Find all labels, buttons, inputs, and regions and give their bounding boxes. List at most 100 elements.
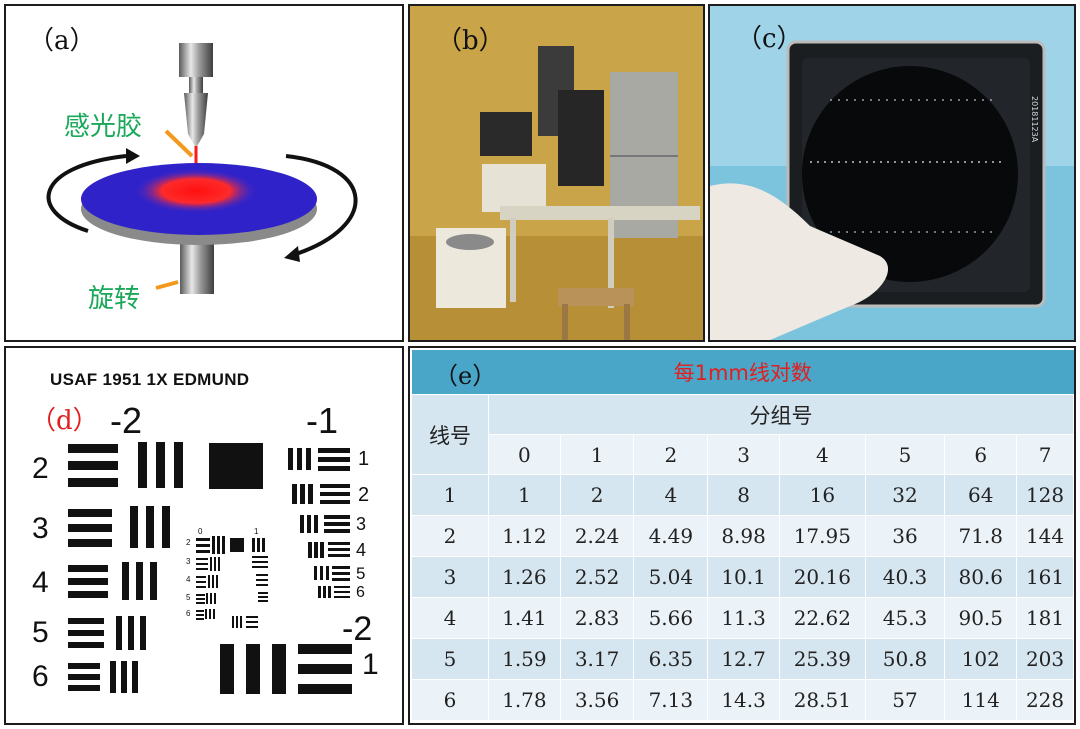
- right-element-3: 3: [356, 514, 367, 534]
- value-cell: 1.78: [488, 679, 561, 721]
- line-number-cell: 1: [412, 474, 489, 516]
- table-top: [500, 206, 700, 220]
- left-element-6: 6: [32, 660, 49, 693]
- panel-b-label: （b）: [436, 26, 505, 56]
- photoresist-spot: [134, 169, 258, 213]
- table-title-row: （e） 每1mm线对数: [412, 350, 1074, 395]
- value-cell: 64: [944, 474, 1018, 516]
- inner-reference-square: [230, 538, 244, 552]
- value-cell: 8: [707, 474, 780, 516]
- left-element-2: 2: [32, 452, 49, 485]
- value-cell: 10.1: [707, 556, 780, 598]
- value-cell: 11.3: [707, 597, 780, 639]
- value-cell: 5.66: [633, 597, 709, 639]
- inner-top-1: 1: [254, 527, 259, 536]
- value-cell: 80.6: [944, 556, 1018, 598]
- panel-c-mask-photo: 20181123A （c）: [708, 4, 1076, 342]
- group-4: 4: [779, 434, 866, 475]
- wafer: [802, 66, 1018, 282]
- stool-seat: [558, 288, 634, 306]
- value-cell: 32: [865, 474, 946, 516]
- right-element-2: 2: [358, 484, 370, 506]
- right-element-6: 6: [356, 584, 365, 601]
- right-element-5: 5: [356, 564, 366, 583]
- left-element-4: 4: [32, 566, 49, 599]
- group-header-row: 线号 分组号: [412, 394, 1074, 475]
- bottom-element-1: 1: [362, 648, 379, 681]
- value-cell: 1: [488, 474, 561, 516]
- value-cell: 45.3: [865, 597, 946, 639]
- value-cell: 28.51: [779, 679, 866, 721]
- value-cell: 228: [1016, 679, 1074, 721]
- value-cell: 5.04: [633, 556, 709, 598]
- value-cell: 25.39: [779, 638, 866, 680]
- right-element-1: 1: [358, 448, 370, 470]
- value-cell: 144: [1016, 515, 1074, 557]
- value-cell: 90.5: [944, 597, 1018, 639]
- group-index-row: 0 1 2 3 4 5 6 7: [412, 434, 1074, 475]
- group-1: 1: [560, 434, 635, 475]
- value-cell: 20.16: [779, 556, 866, 598]
- value-cell: 1.59: [488, 638, 561, 680]
- group-7: 7: [1016, 434, 1074, 475]
- value-cell: 2.83: [560, 597, 635, 639]
- group-6: 6: [944, 434, 1018, 475]
- value-cell: 102: [944, 638, 1018, 680]
- value-cell: 2.24: [560, 515, 635, 557]
- value-cell: 22.62: [779, 597, 866, 639]
- rotation-arrow-right: [285, 154, 358, 256]
- arrowhead-left: [126, 148, 140, 164]
- usaf-title: USAF 1951 1X EDMUND: [50, 370, 250, 389]
- rotation-pointer: [155, 280, 179, 290]
- value-cell: 14.3: [707, 679, 780, 721]
- value-cell: 4.49: [633, 515, 709, 557]
- spin-coater-illustration: [46, 43, 358, 294]
- value-cell: 1.26: [488, 556, 561, 598]
- inner-left-6: 6: [186, 609, 191, 618]
- table-title: 每1mm线对数: [673, 361, 812, 385]
- value-cell: 203: [1016, 638, 1074, 680]
- value-cell: 128: [1016, 474, 1074, 516]
- value-cell: 16: [779, 474, 866, 516]
- arrowhead-right: [284, 246, 300, 262]
- value-cell: 2: [560, 474, 635, 516]
- line-number-cell: 4: [412, 597, 489, 639]
- value-cell: 36: [865, 515, 946, 557]
- inner-top-0: 0: [198, 527, 203, 536]
- left-element-5: 5: [32, 616, 49, 649]
- nozzle-tip: [184, 93, 208, 148]
- value-cell: 181: [1016, 597, 1074, 639]
- inner-left-2: 2: [186, 538, 191, 547]
- value-cell: 4: [633, 474, 709, 516]
- value-cell: 2.52: [560, 556, 635, 598]
- value-cell: 1.41: [488, 597, 561, 639]
- value-cell: 40.3: [865, 556, 946, 598]
- value-cell: 12.7: [707, 638, 780, 680]
- monitor: [480, 112, 532, 156]
- panel-c-label: （c）: [736, 24, 803, 54]
- mask-photo-illustration: 20181123A: [710, 6, 1074, 340]
- line-number-cell: 6: [412, 679, 489, 721]
- panel-d-usaf-target: USAF 1951 1X EDMUND （d） -2 -1 -2 2 3 4 5…: [4, 346, 404, 725]
- equipment-frame: [558, 90, 604, 186]
- line-number-header: 线号: [412, 394, 489, 475]
- inner-left-5: 5: [186, 593, 191, 602]
- value-cell: 71.8: [944, 515, 1018, 557]
- panel-a-label: （a）: [28, 26, 96, 56]
- inner-left-3: 3: [186, 557, 191, 566]
- value-cell: 50.8: [865, 638, 946, 680]
- value-cell: 7.13: [633, 679, 709, 721]
- rotation-arrow-left: [46, 154, 127, 233]
- left-element-3: 3: [32, 512, 49, 545]
- nozzle-neck: [189, 77, 203, 93]
- value-cell: 1.12: [488, 515, 561, 557]
- group-2: 2: [633, 434, 709, 475]
- photoresist-pointer: [164, 129, 194, 158]
